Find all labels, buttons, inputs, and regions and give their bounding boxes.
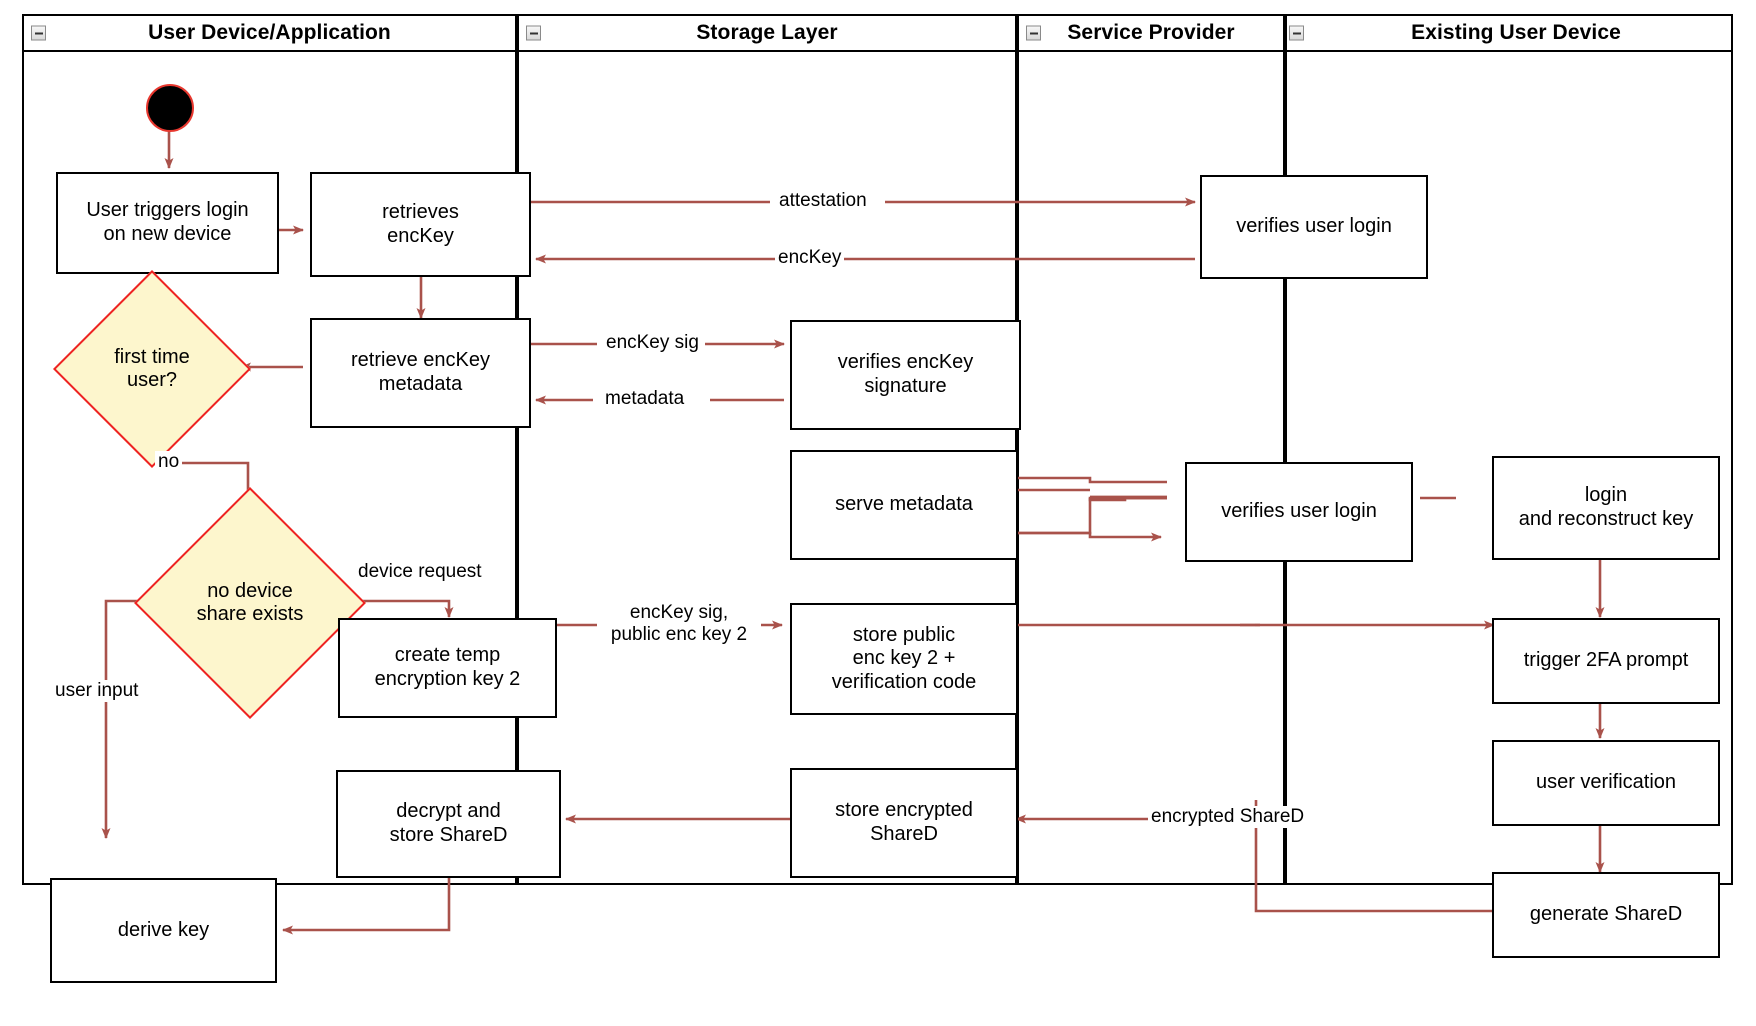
- node-store-public-enc-key-2[interactable]: store public enc key 2 + verification co…: [790, 603, 1018, 715]
- edge-label-enckey: encKey: [775, 247, 845, 269]
- node-login-and-reconstruct-key[interactable]: login and reconstruct key: [1492, 456, 1720, 560]
- node-store-encrypted-shared[interactable]: store encrypted ShareD: [790, 768, 1018, 878]
- decision-first-time-user-label: first time user?: [114, 346, 190, 391]
- lane-header-storage[interactable]: Storage Layer: [517, 14, 1017, 52]
- node-derive-key[interactable]: derive key: [50, 878, 277, 983]
- edge-label-encrypted-shared: encrypted ShareD: [1148, 806, 1308, 828]
- node-serve-metadata[interactable]: serve metadata: [790, 450, 1018, 560]
- edge-label-device-request: device request: [355, 561, 485, 583]
- lane-header-service[interactable]: Service Provider: [1017, 14, 1285, 52]
- lane-title-user-device: User Device/Application: [148, 21, 391, 44]
- lane-header-existing-device[interactable]: Existing User Device: [1285, 14, 1733, 52]
- node-verifies-user-login-2[interactable]: verifies user login: [1185, 462, 1413, 562]
- decision-no-device-share-label: no device share exists: [196, 580, 304, 625]
- node-retrieves-enckey[interactable]: retrieves encKey: [310, 172, 531, 277]
- node-create-temp-encryption-key[interactable]: create temp encryption key 2: [338, 618, 557, 718]
- node-retrieve-enckey-metadata[interactable]: retrieve encKey metadata: [310, 318, 531, 428]
- node-generate-shared[interactable]: generate ShareD: [1492, 872, 1720, 958]
- edge-label-enckey-sig: encKey sig: [603, 332, 702, 354]
- lane-title-existing-device: Existing User Device: [1411, 21, 1621, 44]
- initial-node: [146, 84, 194, 132]
- node-user-verification[interactable]: user verification: [1492, 740, 1720, 826]
- edge-label-enckey-sig-public-enc-key-2: encKey sig, public enc key 2: [597, 602, 761, 646]
- node-verifies-enckey-signature[interactable]: verifies encKey signature: [790, 320, 1021, 430]
- collapse-minus-icon[interactable]: [526, 25, 541, 41]
- collapse-minus-icon[interactable]: [1289, 25, 1304, 41]
- node-verifies-user-login-1[interactable]: verifies user login: [1200, 175, 1428, 279]
- node-user-triggers-login[interactable]: User triggers login on new device: [56, 172, 279, 274]
- collapse-minus-icon[interactable]: [31, 25, 46, 41]
- lane-title-storage: Storage Layer: [696, 21, 838, 44]
- node-trigger-2fa-prompt[interactable]: trigger 2FA prompt: [1492, 618, 1720, 704]
- lane-header-user-device[interactable]: User Device/Application: [22, 14, 517, 52]
- edge-label-metadata: metadata: [602, 388, 688, 410]
- collapse-minus-icon[interactable]: [1026, 25, 1041, 41]
- node-decrypt-and-store-shared[interactable]: decrypt and store ShareD: [336, 770, 561, 878]
- edge-label-no: no: [155, 451, 183, 473]
- edge-label-attestation: attestation: [776, 190, 870, 212]
- edge-label-user-input: user input: [52, 680, 142, 702]
- lane-title-service: Service Provider: [1067, 21, 1235, 44]
